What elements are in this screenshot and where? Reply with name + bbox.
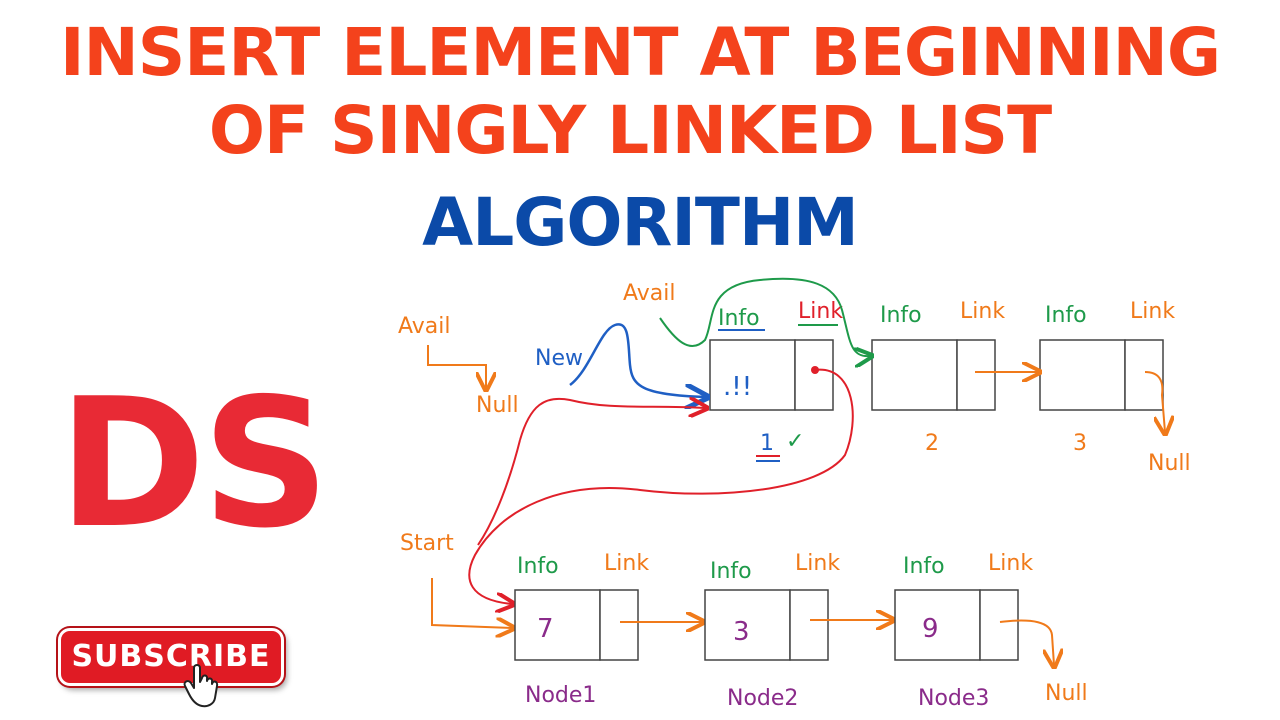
new-node-info-label: Info <box>718 306 760 331</box>
node-2: Info Link 3 Node2 <box>704 551 840 711</box>
avail-left-null-label: Null <box>476 393 519 418</box>
node-2-value: 3 <box>733 617 750 647</box>
node-1-label: Node1 <box>525 683 596 708</box>
node-1-value: 7 <box>537 614 554 644</box>
node-2-info-label: Info <box>710 559 752 584</box>
node-3-label: Node3 <box>918 686 989 711</box>
avail-node-3-number: 3 <box>1073 431 1087 456</box>
avail-top-arrow <box>659 277 870 356</box>
avail-node-2-number: 2 <box>925 431 939 456</box>
node-2-label: Node2 <box>727 686 798 711</box>
subtitle: ALGORITHM <box>422 184 859 261</box>
avail-top-label: Avail <box>623 281 676 306</box>
check-icon: ✓ <box>786 429 804 454</box>
avail-left-label: Avail <box>398 314 451 339</box>
avail-node-2-info-label: Info <box>880 303 922 328</box>
node-3-info-label: Info <box>903 554 945 579</box>
ds-badge: DS <box>58 360 330 567</box>
start-red-curve <box>477 439 521 546</box>
avail-node-3-info-label: Info <box>1045 303 1087 328</box>
new-node: Info Link .!! 1 ✓ <box>709 299 843 462</box>
node-1: Info Link 7 Node1 <box>514 551 649 708</box>
node3-null-arrow <box>999 619 1054 665</box>
new-pointer-arrow <box>569 323 705 397</box>
avail-node-3-link-label: Link <box>1130 299 1175 324</box>
start-label: Start <box>400 531 454 556</box>
title-line-1: INSERT ELEMENT AT BEGINNING <box>59 14 1221 91</box>
new-node-value: .!! <box>723 372 752 402</box>
node-3: Info Link 9 Node3 <box>894 551 1033 711</box>
node-3-link-label: Link <box>988 551 1033 576</box>
new-node-link-label: Link <box>798 299 843 324</box>
avail-node-3: Info Link 3 <box>1039 299 1175 456</box>
node-2-link-label: Link <box>795 551 840 576</box>
new-link-to-node1-arrow <box>468 368 854 604</box>
start-to-new-arrow <box>519 399 705 441</box>
avail-null-label: Null <box>1148 451 1191 476</box>
avail-node-2: Info Link 2 <box>871 299 1005 456</box>
avail-null-arrow <box>1144 371 1165 432</box>
pointer-hand-icon <box>183 664 219 708</box>
node-1-link-label: Link <box>604 551 649 576</box>
node-1-info-label: Info <box>517 554 559 579</box>
new-label: New <box>535 346 583 371</box>
node3-null-label: Null <box>1045 681 1088 706</box>
new-node-mark: 1 <box>760 431 774 456</box>
start-pointer-arrow <box>431 578 512 628</box>
avail-node-2-link-label: Link <box>960 299 1005 324</box>
title-line-2: OF SINGLY LINKED LIST <box>208 92 1052 169</box>
avail-left-arrow <box>427 345 486 388</box>
node-3-value: 9 <box>922 614 939 644</box>
subscribe-button[interactable]: SUBSCRIBE <box>58 628 284 686</box>
